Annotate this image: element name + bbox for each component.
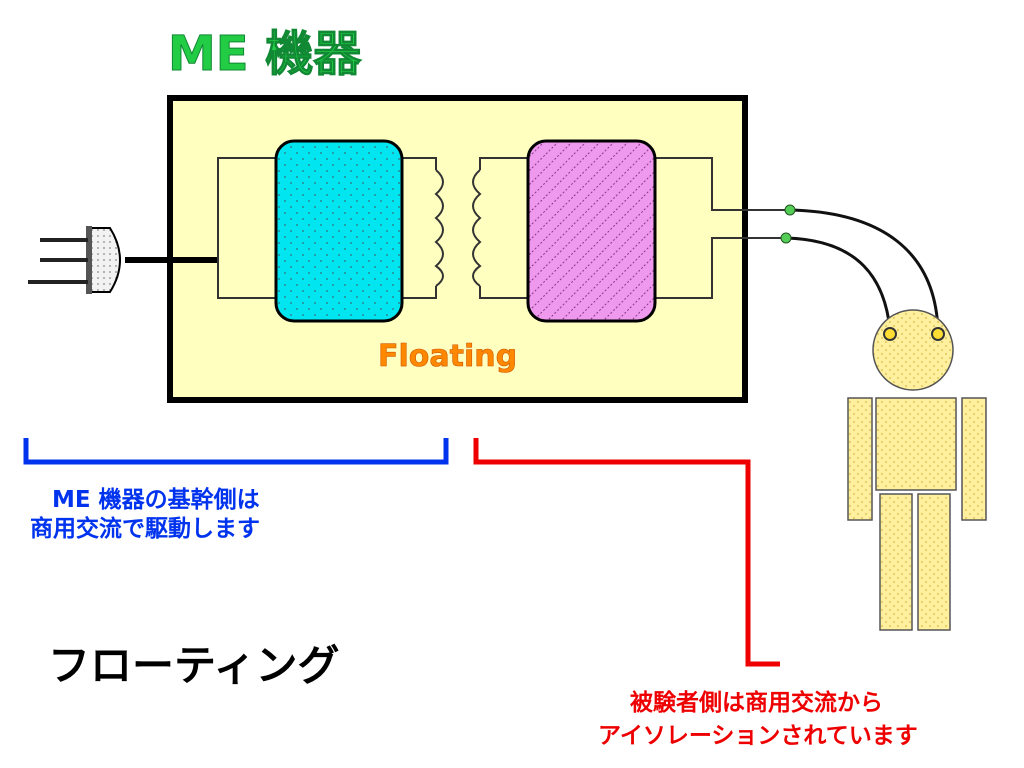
primary-side-note-line2: 商用交流で駆動します (30, 515, 260, 542)
primary-circuit-block (274, 139, 404, 323)
transformer-coil-icon (434, 169, 482, 287)
connector-terminal (780, 232, 792, 244)
secondary-circuit-block (526, 139, 657, 323)
device-title: ME 機器 (168, 26, 362, 82)
diagram-caption: フローティング (48, 641, 339, 690)
primary-side-bracket (23, 438, 449, 465)
patient-side-bracket (473, 438, 780, 667)
connector-terminal (784, 204, 796, 216)
electrode-icon (931, 327, 945, 341)
floating-label: Floating (378, 339, 517, 374)
power-plug-icon (28, 226, 218, 294)
patient-side-note-line2: アイソレーションされています (598, 723, 918, 749)
patient-lead-wires (785, 208, 940, 331)
patient-side-note-line1: 被験者側は商用交流から (630, 689, 883, 716)
patient-figure-icon (847, 309, 987, 631)
primary-wiring (217, 157, 437, 299)
electrode-icon (883, 327, 897, 341)
secondary-wiring (479, 157, 790, 299)
primary-side-note-line1: ME 機器の基幹側は (52, 486, 260, 513)
